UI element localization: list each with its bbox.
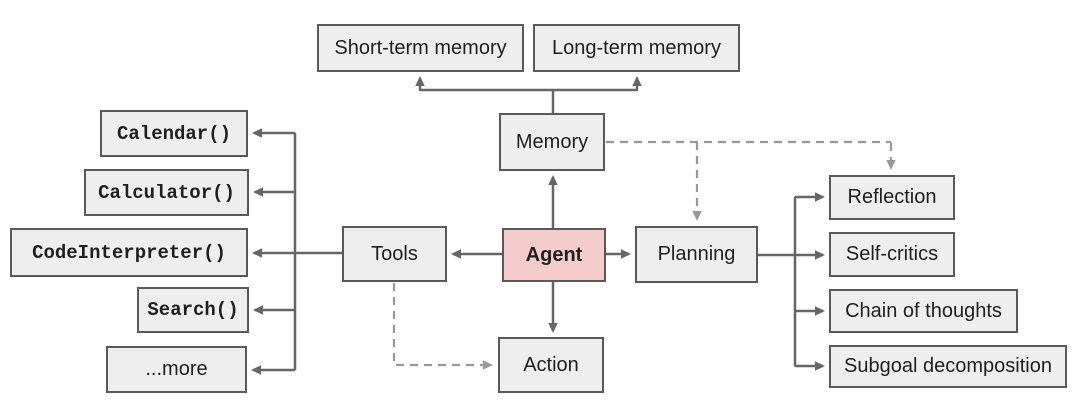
node-self-critics: Self-critics [829, 232, 955, 277]
edge-planning-trunk [758, 197, 797, 366]
node-tools: Tools [342, 226, 447, 282]
node-agent: Agent [502, 228, 606, 282]
edge-tools-trunk [293, 133, 342, 370]
node-planning: Planning [635, 226, 758, 283]
node-chain-of-thoughts: Chain of thoughts [829, 289, 1018, 333]
node-calendar: Calendar() [100, 110, 248, 157]
node-more: ...more [106, 346, 247, 393]
edge-tools-action-dashed [392, 283, 493, 370]
node-short-term-memory: Short-term memory [317, 24, 524, 72]
node-calculator: Calculator() [84, 169, 249, 216]
node-code-interpreter: CodeInterpreter() [10, 228, 248, 277]
node-memory: Memory [499, 113, 605, 171]
node-action: Action [498, 337, 604, 393]
node-subgoal-decomposition: Subgoal decomposition [829, 345, 1067, 388]
node-reflection: Reflection [829, 175, 955, 220]
node-long-term-memory: Long-term memory [533, 24, 740, 72]
node-search: Search() [137, 287, 249, 333]
